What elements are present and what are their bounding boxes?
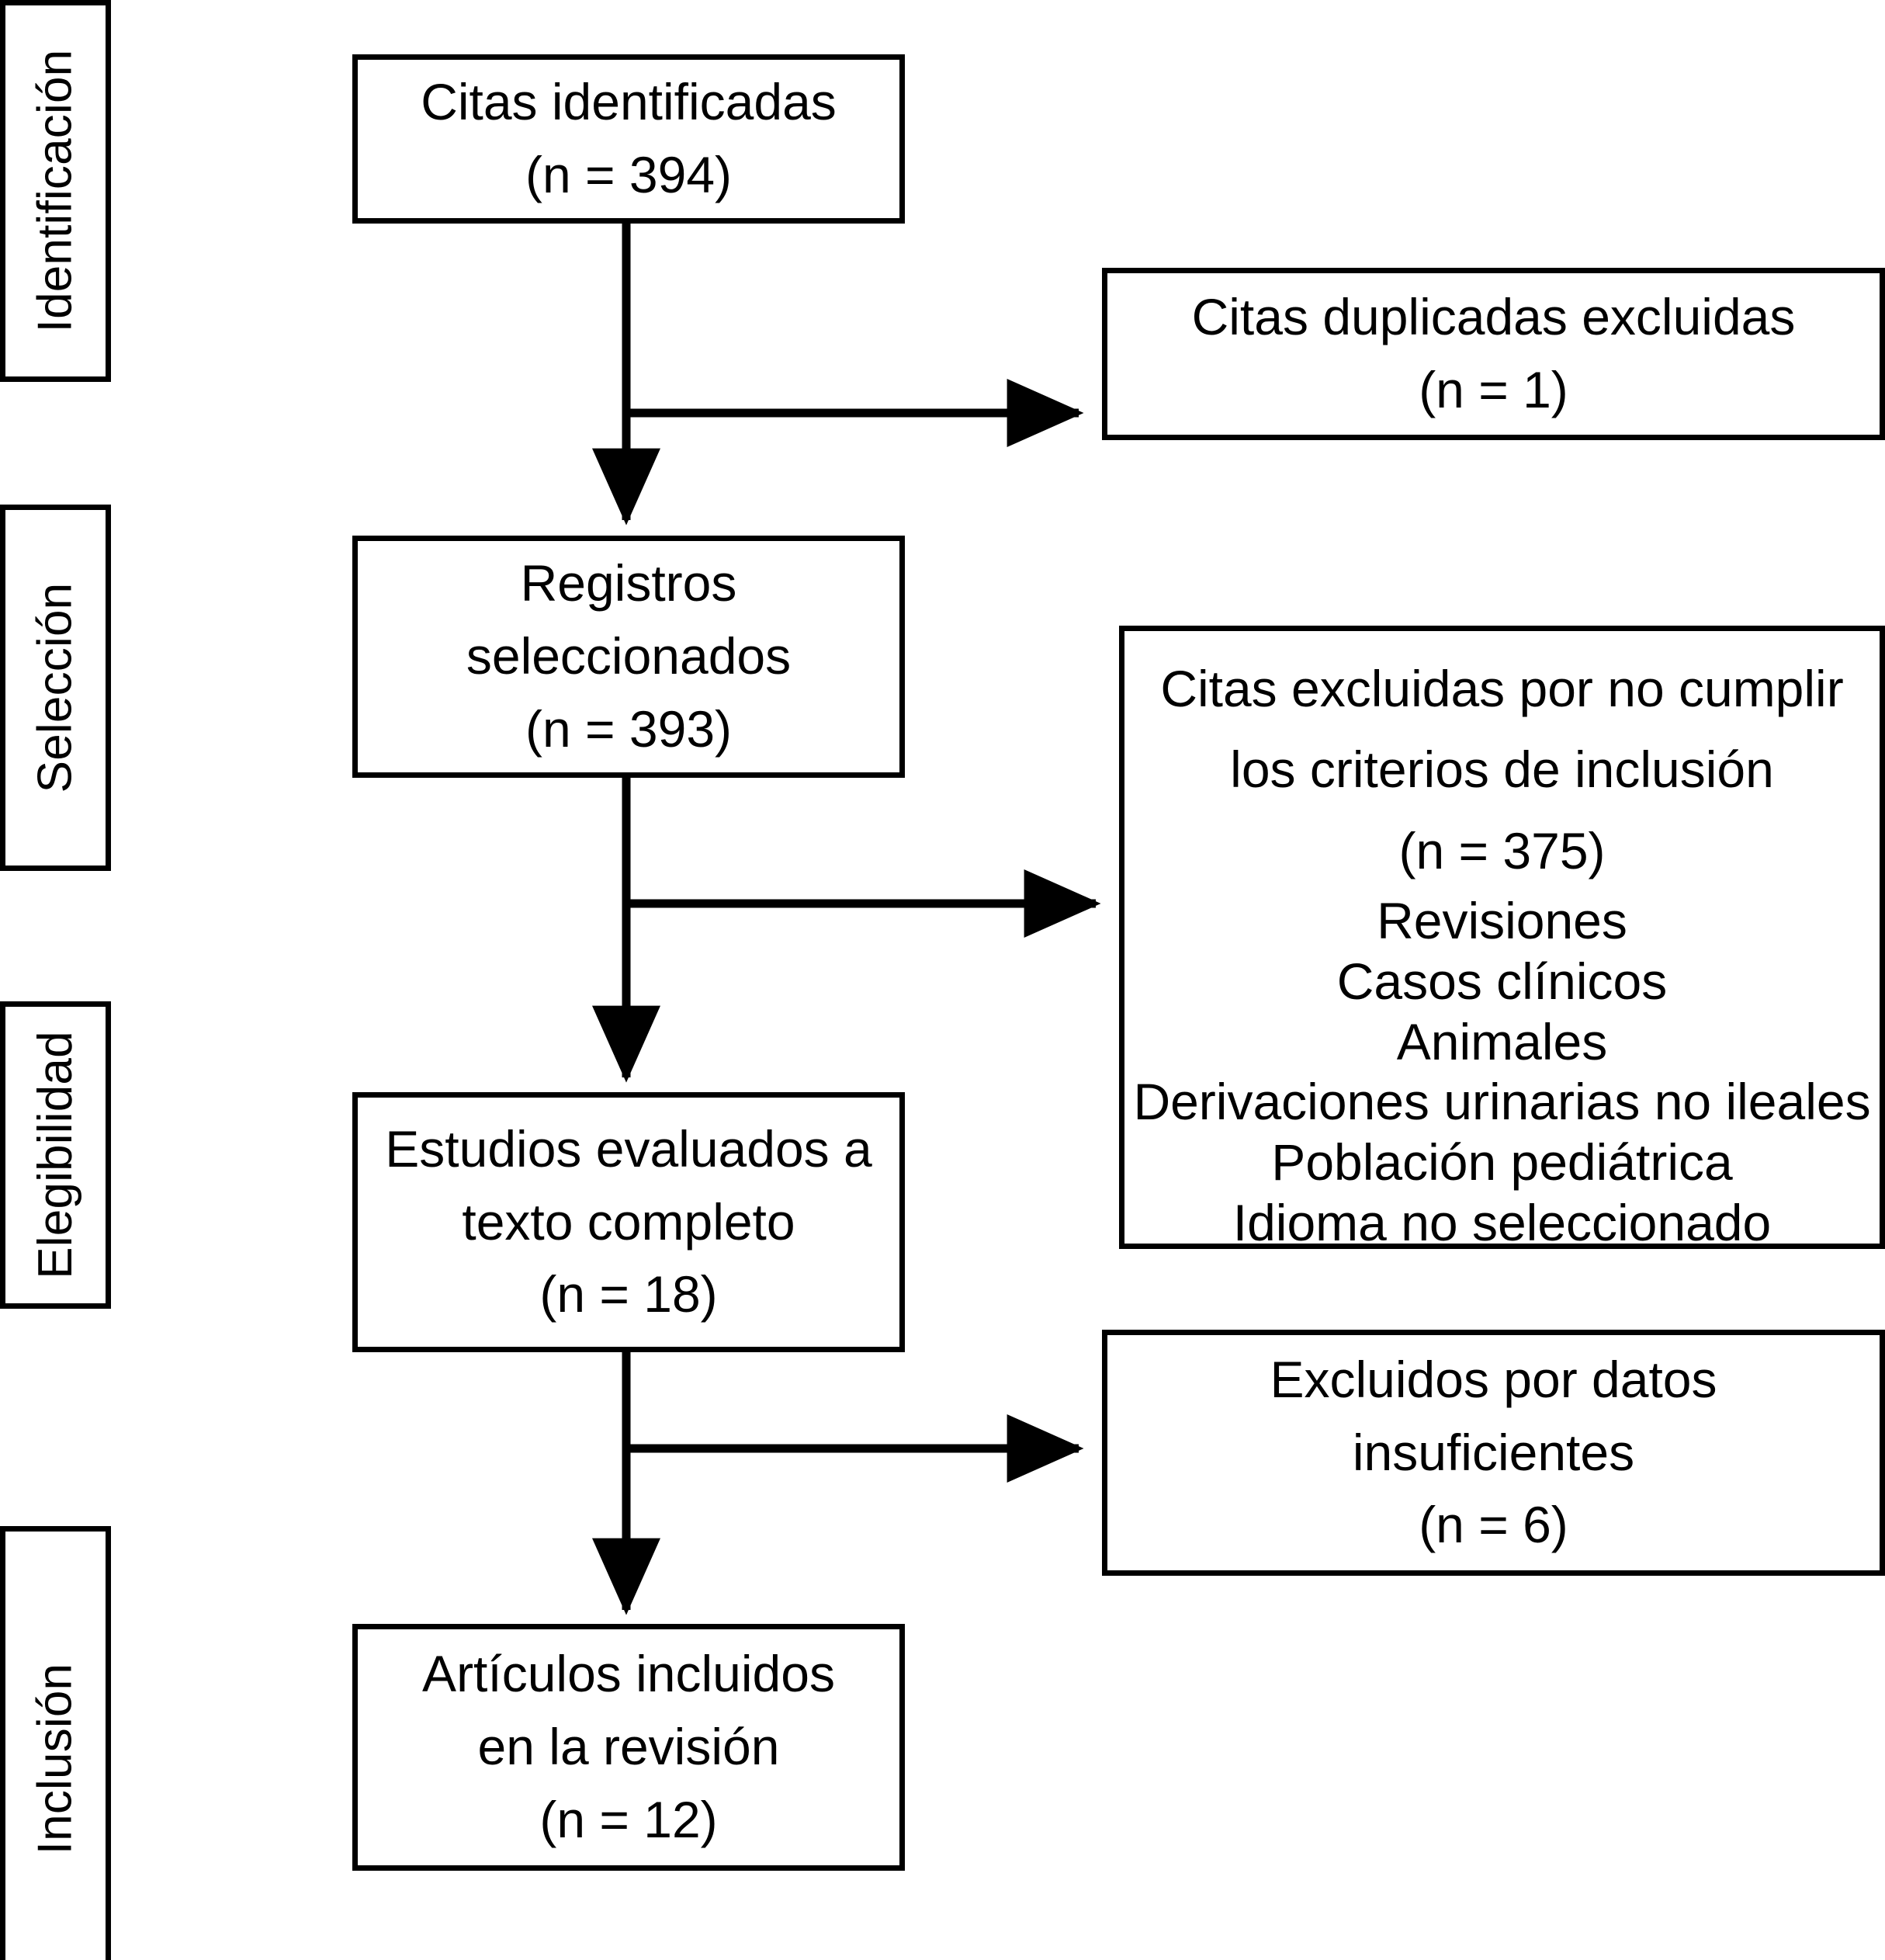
node-estudios-texto-completo: Estudios evaluados a texto completo (n =… <box>352 1092 905 1352</box>
node-line: los criterios de inclusión <box>1230 741 1774 799</box>
node-citas-identificadas: Citas identificadas (n = 394) <box>352 54 905 224</box>
phase-box-identificacion: Identificación <box>0 0 111 382</box>
node-line: Citas identificadas <box>421 73 837 131</box>
node-line: (n = 6) <box>1419 1496 1568 1554</box>
node-line: Artículos incluidos <box>422 1645 835 1703</box>
phase-box-inclusion: Inclusión <box>0 1526 111 1960</box>
node-line: (n = 18) <box>539 1265 718 1323</box>
phase-label-inclusion: Inclusión <box>28 1663 82 1855</box>
node-line: (n = 1) <box>1419 361 1568 418</box>
node-line: Citas duplicadas excluidas <box>1191 288 1796 346</box>
node-line: Citas excluidas por no cumplir <box>1160 660 1844 717</box>
node-line: Animales <box>1396 1012 1608 1070</box>
phase-label-identificacion: Identificación <box>28 49 82 333</box>
node-line: Derivaciones urinarias no ileales <box>1133 1073 1871 1131</box>
node-articulos-incluidos: Artículos incluidos en la revisión (n = … <box>352 1624 905 1871</box>
node-citas-excluidas-criterios: Citas excluidas por no cumplir los crite… <box>1119 626 1885 1251</box>
phase-label-seleccion: Selección <box>28 582 82 793</box>
node-line: insuficientes <box>1352 1423 1635 1481</box>
phase-box-elegibilidad: Elegibilidad <box>0 1001 111 1309</box>
node-line: (n = 394) <box>525 146 732 203</box>
node-line: Idioma no seleccionado <box>1232 1194 1772 1252</box>
node-line: (n = 12) <box>539 1790 718 1848</box>
node-citas-duplicadas-excluidas: Citas duplicadas excluidas (n = 1) <box>1102 268 1885 440</box>
node-line: Estudios evaluados a <box>385 1119 872 1178</box>
phase-label-elegibilidad: Elegibilidad <box>28 1031 82 1279</box>
node-line: Casos clínicos <box>1336 952 1668 1010</box>
node-line: Excluidos por datos <box>1270 1350 1717 1408</box>
node-line: seleccionados <box>466 627 792 685</box>
node-registros-seleccionados: Registros seleccionados (n = 393) <box>352 536 905 778</box>
phase-box-seleccion: Selección <box>0 505 111 871</box>
node-line: (n = 393) <box>525 699 732 758</box>
node-line: texto completo <box>462 1192 795 1251</box>
node-line: Registros <box>520 554 737 612</box>
node-line: en la revisión <box>477 1718 780 1776</box>
node-line: (n = 375) <box>1398 821 1606 879</box>
node-line: Revisiones <box>1377 891 1627 949</box>
node-excluidos-datos-insuficientes: Excluidos por datos insuficientes (n = 6… <box>1102 1330 1885 1576</box>
node-line: Población pediátrica <box>1271 1133 1733 1192</box>
